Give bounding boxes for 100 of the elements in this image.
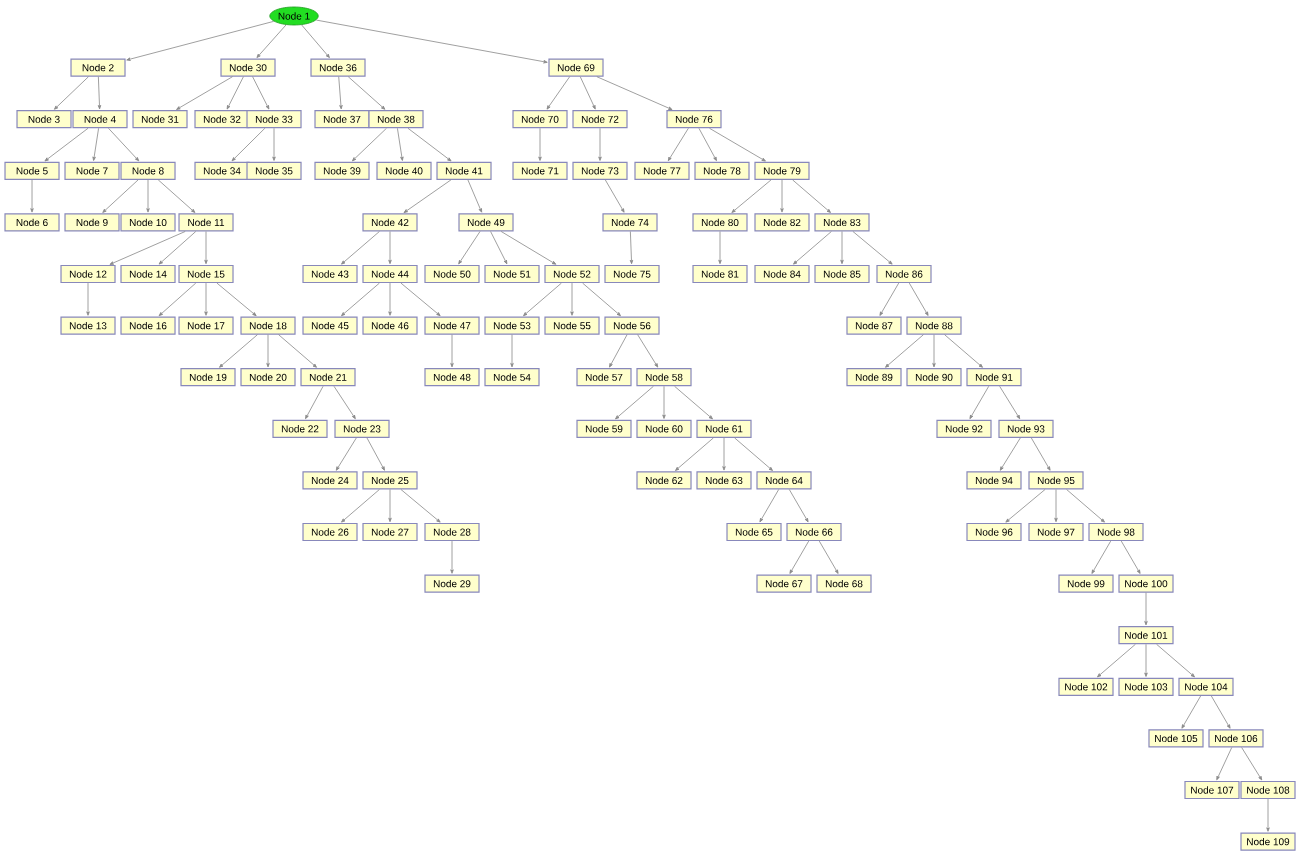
arrow <box>759 489 780 523</box>
arrow <box>604 179 625 213</box>
arrow <box>1216 747 1233 781</box>
arrow <box>341 489 380 523</box>
arrow <box>667 127 689 162</box>
arrow <box>944 334 983 368</box>
arrow <box>1156 643 1195 678</box>
arrow <box>500 231 557 265</box>
arrow <box>570 282 574 316</box>
arrow <box>788 489 809 523</box>
arrow <box>1181 695 1202 729</box>
arrow <box>157 179 196 213</box>
arrow <box>792 179 831 213</box>
arrow <box>347 76 386 110</box>
arrow <box>108 127 140 162</box>
arrow <box>458 231 481 265</box>
arrow <box>341 231 380 265</box>
arrow <box>102 179 139 213</box>
arrow <box>662 385 666 419</box>
arrow <box>54 76 89 110</box>
arrow <box>126 20 275 61</box>
arrow <box>44 127 89 162</box>
arrow <box>879 282 900 316</box>
arrow <box>400 282 441 317</box>
arrow <box>397 127 404 161</box>
arrow <box>793 231 832 265</box>
arrow <box>999 385 1021 420</box>
arrow <box>266 334 270 368</box>
arrow <box>932 334 936 368</box>
arrow <box>1091 540 1112 574</box>
arrow <box>97 76 102 110</box>
arrow <box>407 127 452 162</box>
arrow <box>598 127 602 161</box>
arrow <box>176 76 233 110</box>
arrow <box>272 127 276 161</box>
arrow <box>789 540 810 574</box>
arrow <box>1120 540 1141 574</box>
arrow <box>722 437 726 471</box>
arrow <box>450 334 454 368</box>
arrow <box>1066 489 1105 523</box>
arrow <box>1005 489 1046 523</box>
arrow <box>338 76 343 110</box>
arrow <box>629 231 634 265</box>
arrow <box>388 282 392 316</box>
arrow <box>1030 437 1051 471</box>
arrow <box>204 282 208 316</box>
arrow <box>999 437 1021 471</box>
arrow <box>158 231 197 265</box>
arrow <box>219 334 258 368</box>
arrow <box>226 76 244 110</box>
arrow <box>388 489 392 523</box>
arrow <box>698 127 717 162</box>
arrow <box>490 231 508 265</box>
arrow <box>675 437 714 471</box>
arrow <box>852 231 893 265</box>
arrow <box>231 127 266 162</box>
arrow <box>538 127 542 161</box>
arrow <box>637 334 659 368</box>
arrow <box>92 127 99 161</box>
arrow <box>885 334 924 368</box>
arrow <box>278 334 317 368</box>
arrow <box>731 179 772 213</box>
arrow <box>158 282 197 317</box>
arrow <box>596 76 673 111</box>
arrow <box>388 231 392 265</box>
arrow <box>609 334 628 368</box>
arrow <box>908 282 929 316</box>
arrow <box>366 437 385 471</box>
arrow <box>1054 489 1058 523</box>
arrow <box>709 127 766 162</box>
arrow <box>674 385 713 420</box>
arrow <box>450 540 454 574</box>
arrow <box>1241 747 1263 781</box>
arrow <box>30 179 34 213</box>
arrow <box>467 179 483 213</box>
arrow <box>510 334 514 368</box>
arrow <box>403 179 452 213</box>
arrow <box>301 24 330 58</box>
arrow <box>1097 643 1136 678</box>
arrow <box>335 437 357 471</box>
arrow <box>204 231 208 265</box>
arrow <box>582 282 621 317</box>
arrow <box>256 24 287 58</box>
arrow <box>969 385 990 420</box>
arrow <box>400 489 441 523</box>
arrow <box>146 179 150 213</box>
arrow <box>109 231 186 265</box>
arrow <box>523 282 562 317</box>
arrow <box>333 385 356 420</box>
arrow <box>315 19 548 64</box>
arrow <box>818 540 839 574</box>
arrow <box>305 385 324 420</box>
arrow <box>718 231 722 265</box>
arrow <box>1266 798 1270 832</box>
arrow <box>780 179 784 213</box>
arrow <box>341 282 380 317</box>
arrow <box>734 437 773 471</box>
arrow <box>86 282 90 316</box>
arrow <box>840 231 844 265</box>
arrow <box>1144 592 1148 626</box>
